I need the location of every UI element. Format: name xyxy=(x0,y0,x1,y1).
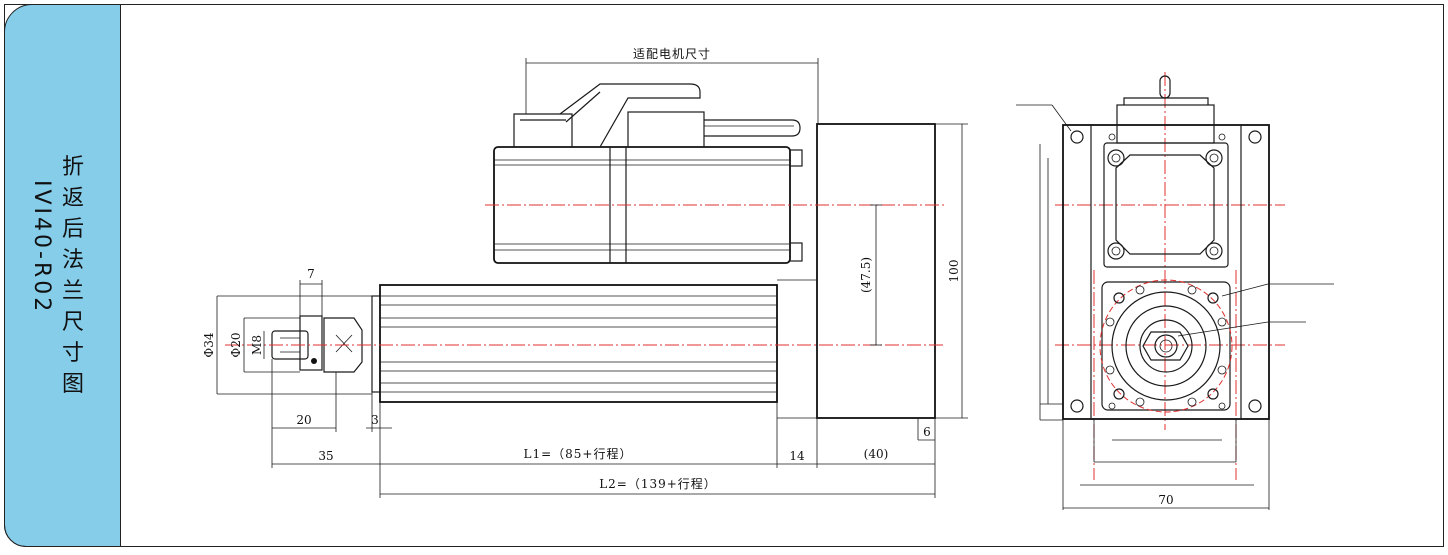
title-char: 后 xyxy=(61,217,84,242)
dim-phi34: Φ34 xyxy=(202,332,216,357)
title-char: 图 xyxy=(61,372,84,397)
dim-m8: M8 xyxy=(250,335,264,355)
title-char: 法 xyxy=(61,248,84,273)
flange-block xyxy=(777,123,936,419)
dim-3: 3 xyxy=(371,413,379,427)
sidebar-title: 折 返 后 法 兰 尺 寸 图 xyxy=(58,152,88,400)
dim-35: 35 xyxy=(318,449,333,463)
dim-6: 6 xyxy=(923,425,931,439)
dim-motor-size: 适配电机尺寸 xyxy=(633,47,711,61)
dim-47-5: (47.5) xyxy=(859,257,873,293)
dim-20: 20 xyxy=(296,413,311,427)
dimension-lines xyxy=(216,58,1269,509)
title-char: 寸 xyxy=(61,341,84,366)
dim-7: 7 xyxy=(307,267,315,281)
dim-phi20: Φ20 xyxy=(229,332,243,357)
rod-end xyxy=(271,315,363,373)
front-view xyxy=(1016,75,1334,510)
dim-l2: L2=（139+行程） xyxy=(599,476,717,491)
dim-l1: L1=（85+行程） xyxy=(524,446,633,461)
drawing-frame xyxy=(4,4,1444,547)
title-char: 返 xyxy=(61,186,84,211)
dim-40: (40) xyxy=(864,447,889,461)
sidebar-panel xyxy=(4,4,121,547)
actuator-body xyxy=(371,284,778,403)
title-char: 折 xyxy=(61,155,84,180)
dim-100: 100 xyxy=(947,260,961,283)
dim-70: 70 xyxy=(1158,493,1173,507)
center-lines xyxy=(225,72,1285,480)
dimension-labels: 适配电机尺寸 7 Φ34 Φ20 M8 20 3 35 L1=（85+行程） 1… xyxy=(202,47,1174,507)
title-char: 兰 xyxy=(61,279,84,304)
title-char: 尺 xyxy=(61,310,84,335)
motor-body xyxy=(493,83,803,264)
dim-14: 14 xyxy=(789,449,805,463)
